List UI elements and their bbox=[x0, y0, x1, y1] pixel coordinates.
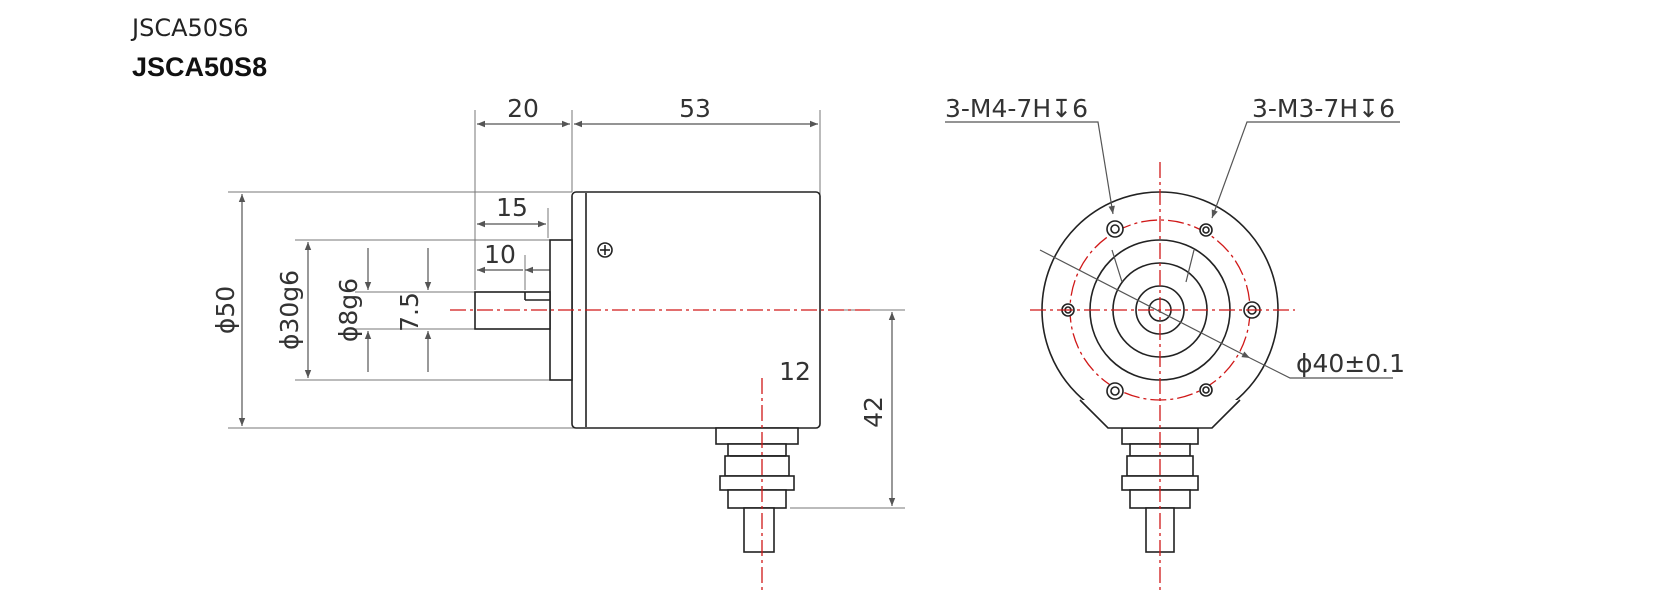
dim-text-15: 15 bbox=[496, 193, 528, 222]
label-m3-holes: 3-M3-7H↧6 bbox=[1252, 94, 1395, 123]
dim-text-diameter-8: ϕ8g6 bbox=[334, 278, 363, 342]
model-name-secondary: JSCA50S8 bbox=[132, 52, 268, 82]
leader-bolt-circle-tail bbox=[1249, 357, 1393, 379]
front-view: 3-M4-7H↧6 3-M3-7H↧6 ϕ40±0.1 bbox=[945, 94, 1405, 590]
label-bolt-circle: ϕ40±0.1 bbox=[1296, 349, 1405, 378]
label-m4-holes: 3-M4-7H↧6 bbox=[945, 94, 1088, 123]
cable-gland-front bbox=[1121, 427, 1199, 553]
side-view: 20 53 15 10 12 ϕ50 ϕ30g6 ϕ8g6 7.5 42 bbox=[211, 94, 905, 590]
cable-gland-side bbox=[715, 427, 799, 553]
dim-text-10: 10 bbox=[484, 240, 516, 269]
leader-m4 bbox=[945, 121, 1115, 215]
model-name-primary: JSCA50S6 bbox=[132, 14, 249, 42]
dim-text-12: 12 bbox=[779, 357, 811, 386]
dim-text-42: 42 bbox=[859, 396, 888, 428]
dim-text-53: 53 bbox=[679, 94, 711, 123]
leader-bolt-circle bbox=[1039, 249, 1251, 359]
dim-text-diameter-30: ϕ30g6 bbox=[275, 270, 304, 350]
dim-text-diameter-50: ϕ50 bbox=[211, 286, 240, 334]
dim-text-20: 20 bbox=[507, 94, 539, 123]
dim-text-7-5: 7.5 bbox=[395, 292, 424, 332]
leader-m3 bbox=[1211, 121, 1400, 219]
